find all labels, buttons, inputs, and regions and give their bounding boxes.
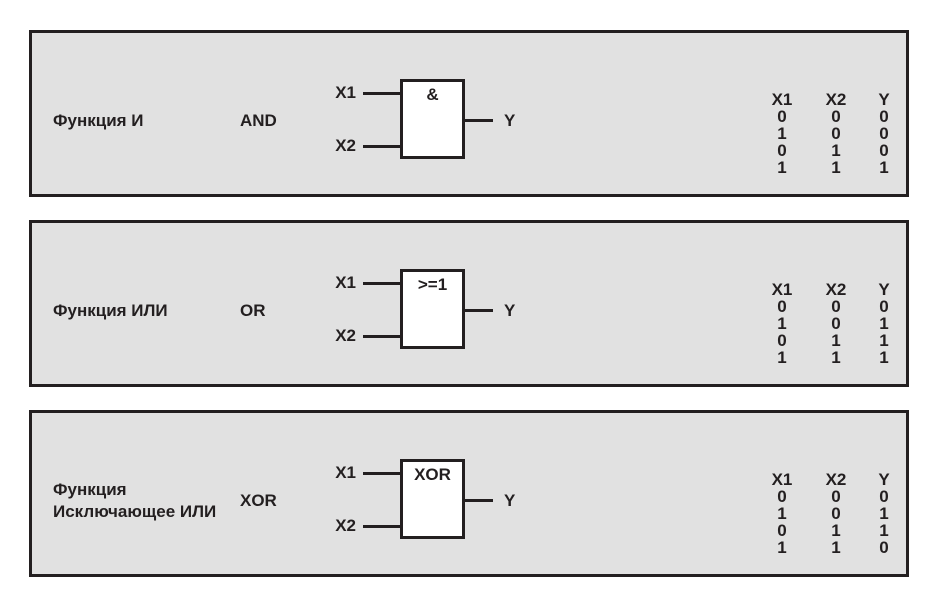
truth-table-cell: 1: [831, 538, 841, 557]
gate-box: &: [400, 79, 465, 159]
truth-table-cell: 1: [777, 538, 787, 557]
output-label: Y: [504, 111, 516, 130]
truth-table-cell: 1: [777, 158, 787, 177]
truth-table-cell: 1: [777, 314, 787, 333]
input-wire-x2: [363, 525, 403, 528]
truth-table-cell: 0: [831, 504, 841, 523]
truth-table-cell: 0: [831, 297, 841, 316]
truth-table-cell: 0: [831, 314, 841, 333]
gate-symbol: >=1: [417, 275, 448, 294]
truth-table-cell: 0: [879, 141, 889, 160]
function-english: XOR: [240, 491, 277, 510]
truth-table-header: Y: [878, 90, 890, 109]
truth-table-header: X1: [771, 90, 793, 109]
input-label-x1: X1: [335, 463, 356, 482]
input-wire-x1: [363, 282, 403, 285]
input-label-x1: X1: [335, 83, 356, 102]
gate-symbol: &: [426, 85, 439, 104]
input-label-x1: X1: [335, 273, 356, 292]
input-label-x2: X2: [335, 326, 356, 345]
input-wire-x1: [363, 92, 403, 95]
truth-table-cell: 1: [879, 348, 889, 367]
input-wire-x2: [363, 335, 403, 338]
truth-table-cell: 1: [831, 521, 841, 540]
truth-table-cell: 1: [879, 314, 889, 333]
truth-table-cell: 1: [831, 141, 841, 160]
function-name-line: Функция: [53, 480, 127, 499]
truth-table-header: X1: [771, 470, 793, 489]
truth-table-header: Y: [878, 470, 890, 489]
input-wire-x2: [363, 145, 403, 148]
truth-table-cell: 1: [879, 158, 889, 177]
truth-table-cell: 1: [831, 331, 841, 350]
gate-box: >=1: [400, 269, 465, 349]
truth-table-cell: 0: [879, 124, 889, 143]
truth-table-header: X2: [825, 470, 847, 489]
input-wire-x1: [363, 472, 403, 475]
truth-table-cell: 0: [777, 297, 787, 316]
input-label-x2: X2: [335, 516, 356, 535]
truth-table-cell: 0: [777, 141, 787, 160]
truth-table-cell: 1: [879, 521, 889, 540]
truth-table-cell: 0: [777, 521, 787, 540]
truth-table-cell: 0: [831, 487, 841, 506]
output-label: Y: [504, 301, 516, 320]
truth-table-header: X2: [825, 280, 847, 299]
function-name: Функция ИЛИ: [53, 301, 168, 320]
output-wire: [462, 119, 493, 122]
truth-table-header: X2: [825, 90, 847, 109]
truth-table-cell: 0: [879, 107, 889, 126]
truth-table-cell: 1: [777, 348, 787, 367]
truth-table-cell: 0: [831, 107, 841, 126]
truth-table-cell: 0: [831, 124, 841, 143]
truth-table-cell: 0: [777, 487, 787, 506]
truth-table-cell: 1: [831, 348, 841, 367]
function-name: Функция И: [53, 111, 144, 130]
function-english: AND: [240, 111, 277, 130]
input-label-x2: X2: [335, 136, 356, 155]
truth-table-cell: 1: [777, 124, 787, 143]
truth-table-cell: 1: [879, 504, 889, 523]
function-english: OR: [240, 301, 266, 320]
truth-table-cell: 0: [879, 487, 889, 506]
truth-table-header: Y: [878, 280, 890, 299]
truth-table-cell: 0: [879, 538, 889, 557]
gate-box: XOR: [400, 459, 465, 539]
truth-table-cell: 0: [777, 331, 787, 350]
truth-table-cell: 1: [879, 331, 889, 350]
gate-symbol: XOR: [414, 465, 451, 484]
output-label: Y: [504, 491, 516, 510]
output-wire: [462, 309, 493, 312]
function-name-line: Исключающее ИЛИ: [53, 502, 217, 521]
truth-table-cell: 1: [831, 158, 841, 177]
truth-table-cell: 0: [879, 297, 889, 316]
truth-table-header: X1: [771, 280, 793, 299]
truth-table-cell: 1: [777, 504, 787, 523]
output-wire: [462, 499, 493, 502]
truth-table-cell: 0: [777, 107, 787, 126]
